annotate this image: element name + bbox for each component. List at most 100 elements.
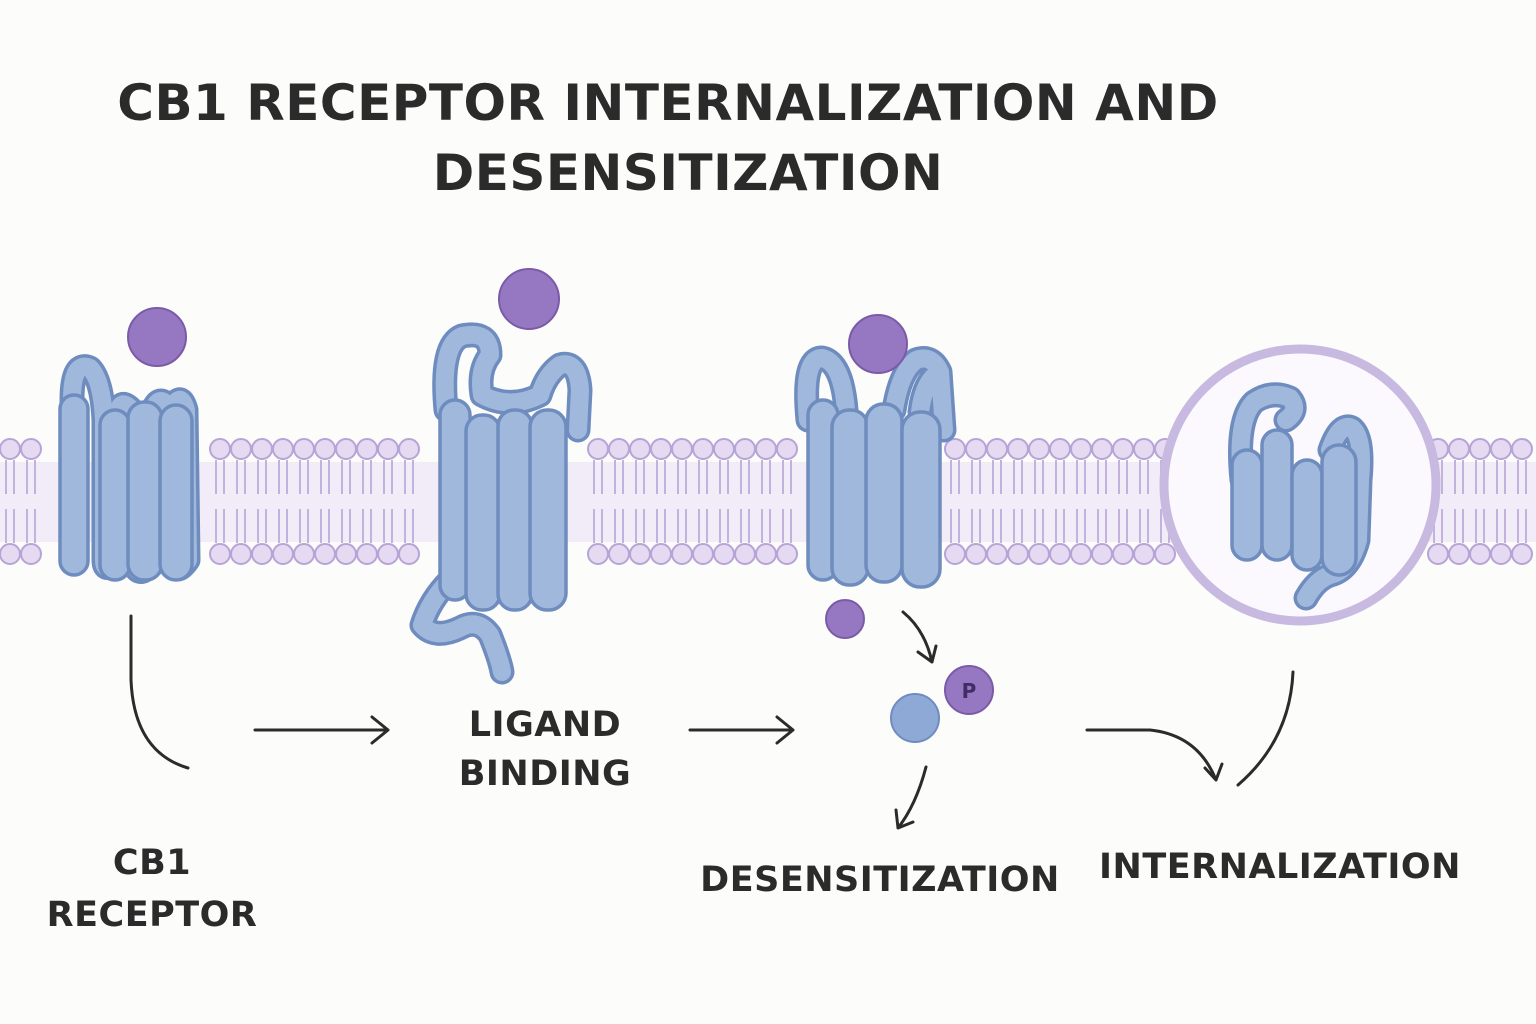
released-ligand: [825, 599, 865, 639]
arrow-to-ligand-binding: [253, 715, 390, 745]
lipid-head: [629, 438, 651, 460]
lipid-head: [251, 438, 273, 460]
lipid-head: [1049, 543, 1071, 565]
arrow-to-desensitization: [688, 715, 795, 745]
g-protein-subunit: [890, 693, 940, 743]
lipid-head: [671, 438, 693, 460]
lipid-head: [209, 543, 231, 565]
lipid-head: [734, 543, 756, 565]
lipid-head: [1133, 438, 1155, 460]
lipid-head: [587, 543, 609, 565]
lipid-head: [1070, 543, 1092, 565]
lipid-head: [755, 438, 777, 460]
lipid-head: [1154, 543, 1176, 565]
ligand-molecule-2: [498, 268, 560, 330]
lipid-head: [1427, 543, 1449, 565]
phosphate-label: P: [962, 679, 977, 703]
lipid-head: [293, 438, 315, 460]
lipid-head: [377, 543, 399, 565]
label-cb1-receptor-line-1: CB1: [113, 843, 191, 883]
lipid-head: [587, 438, 609, 460]
lipid-head: [356, 543, 378, 565]
lipid-head: [1070, 438, 1092, 460]
lipid-head: [377, 438, 399, 460]
cb1-receptor-desensitized: [794, 345, 957, 589]
lipid-head: [0, 543, 21, 565]
lipid-head: [1028, 438, 1050, 460]
lipid-head: [1091, 438, 1113, 460]
lipid-head: [1007, 438, 1029, 460]
lipid-head: [776, 543, 798, 565]
lipid-head: [671, 543, 693, 565]
lipid-head: [1028, 543, 1050, 565]
lipid-head: [1112, 438, 1134, 460]
lipid-head: [986, 438, 1008, 460]
lipid-head: [1469, 543, 1491, 565]
lipid-head: [1007, 543, 1029, 565]
flow-arrows: [129, 610, 1295, 830]
ligand-molecule-1: [127, 307, 187, 367]
lipid-head: [608, 438, 630, 460]
lipid-head: [692, 438, 714, 460]
lipid-head: [356, 438, 378, 460]
curve-from-receptor-1: [129, 614, 190, 770]
lipid-head: [335, 438, 357, 460]
title-line-2: DESENSITIZATION: [433, 144, 944, 202]
lipid-head: [629, 543, 651, 565]
lipid-head: [209, 438, 231, 460]
lipid-head: [314, 438, 336, 460]
curve-from-vesicle: [1236, 670, 1295, 787]
lipid-head: [1469, 438, 1491, 460]
lipid-head: [0, 438, 21, 460]
lipid-head: [1511, 438, 1533, 460]
lipid-head: [251, 543, 273, 565]
lipid-head: [230, 543, 252, 565]
lipid-head: [776, 438, 798, 460]
lipid-head: [608, 543, 630, 565]
lipid-head: [650, 543, 672, 565]
lipid-head: [755, 543, 777, 565]
label-cb1-receptor-line-2: RECEPTOR: [47, 895, 258, 935]
arrow-to-internalization: [1085, 728, 1224, 782]
lipid-head: [20, 438, 42, 460]
lipid-head: [713, 543, 735, 565]
label-ligand-binding-line-2: BINDING: [459, 754, 632, 794]
lipid-head: [986, 543, 1008, 565]
lipid-head: [272, 543, 294, 565]
lipid-head: [944, 543, 966, 565]
lipid-head: [398, 438, 420, 460]
cb1-receptor-internalized: [1228, 382, 1374, 611]
lipid-head: [713, 438, 735, 460]
lipid-head: [734, 438, 756, 460]
phosphate-group: [944, 665, 994, 715]
lipid-head: [1490, 438, 1512, 460]
ligand-molecule-3: [848, 314, 908, 374]
lipid-head: [335, 543, 357, 565]
label-internalization: INTERNALIZATION: [1099, 847, 1461, 887]
lipid-head: [965, 438, 987, 460]
lipid-head: [1448, 543, 1470, 565]
lipid-head: [1133, 543, 1155, 565]
arrow-ligand-release: [901, 610, 938, 664]
cb1-receptor-ligand-bound: [409, 322, 593, 685]
lipid-head: [1511, 543, 1533, 565]
lipid-head: [20, 543, 42, 565]
lipid-head: [1112, 543, 1134, 565]
lipid-head: [650, 438, 672, 460]
lipid-head: [1490, 543, 1512, 565]
lipid-head: [1091, 543, 1113, 565]
lipid-head: [1049, 438, 1071, 460]
title-line-1: CB1 RECEPTOR INTERNALIZATION AND: [117, 74, 1218, 132]
lipid-head: [965, 543, 987, 565]
lipid-head: [293, 543, 315, 565]
lipid-head: [272, 438, 294, 460]
lipid-head: [692, 543, 714, 565]
label-ligand-binding-line-1: LIGAND: [469, 705, 622, 745]
lipid-head: [314, 543, 336, 565]
label-desensitization: DESENSITIZATION: [700, 860, 1060, 900]
arrow-down-to-desensitization: [894, 765, 928, 830]
cb1-receptor-resting: [58, 354, 201, 584]
lipid-head: [398, 543, 420, 565]
lipid-head: [1448, 438, 1470, 460]
